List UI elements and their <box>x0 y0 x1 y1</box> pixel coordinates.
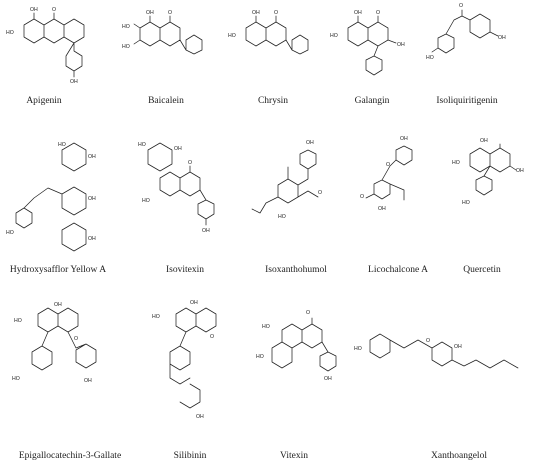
structure-epigallocatechin-3-gallate: OH HO O HO OH <box>12 302 97 384</box>
atom-label: O <box>274 10 278 16</box>
atom-label: OH <box>516 168 524 174</box>
atom-label: O <box>74 336 78 342</box>
atom-label: HO <box>14 318 22 324</box>
atom-label: HO <box>6 230 14 236</box>
atom-label: OH <box>354 10 362 16</box>
atom-label: O <box>52 7 56 13</box>
atom-label: HO <box>278 214 286 220</box>
atom-label: O <box>318 190 322 196</box>
atom-label: HO <box>6 30 14 36</box>
atom-label: OH <box>88 154 96 160</box>
atom-label: O <box>360 194 364 200</box>
structure-galangin: OH HO O OH <box>330 10 405 76</box>
atom-label: HO <box>256 354 264 360</box>
atom-label: HO <box>426 55 434 61</box>
atom-label: HO <box>152 314 160 320</box>
label-apigenin: Apigenin <box>26 96 62 106</box>
structure-apigenin: OH HO O OH <box>6 7 85 85</box>
atom-label: O <box>386 162 390 168</box>
atom-label: HO <box>122 24 130 30</box>
atom-label: OH <box>88 196 96 202</box>
label-isovitexin: Isovitexin <box>166 265 204 275</box>
atom-label: HO <box>462 200 470 206</box>
atom-label: HO <box>58 142 66 148</box>
label-baicalein: Baicalein <box>148 96 184 106</box>
structure-quercetin: OH HO OH HO <box>452 138 524 206</box>
atom-label: OH <box>324 376 332 382</box>
atom-label: OH <box>480 138 488 144</box>
label-galangin: Galangin <box>354 96 390 106</box>
label-isoliquiritigenin: Isoliquiritigenin <box>436 96 498 106</box>
label-hydroxysafflor-yellow-a: Hydroxysafflor Yellow A <box>9 265 107 275</box>
atom-label: HO <box>12 376 20 382</box>
atom-label: OH <box>146 10 154 16</box>
atom-label: O <box>168 10 172 16</box>
atom-label: OH <box>70 79 78 85</box>
atom-label: HO <box>228 33 236 39</box>
atom-label: O <box>306 310 310 316</box>
atom-label: OH <box>252 10 260 16</box>
atom-label: O <box>376 10 380 16</box>
atom-label: OH <box>397 42 405 48</box>
atom-label: OH <box>84 378 92 384</box>
structure-hydroxysafflor-yellow-a: HO OH OH OH HO <box>6 142 96 252</box>
atom-label: OH <box>174 146 182 152</box>
label-licochalcone-a: Licochalcone A <box>368 265 428 275</box>
atom-label: HO <box>330 33 338 39</box>
label-vitexin: Vitexin <box>280 451 308 461</box>
structure-vitexin: O HO HO OH <box>256 310 337 382</box>
atom-label: OH <box>378 206 386 212</box>
label-isoxanthohumol: Isoxanthohumol <box>265 265 327 275</box>
label-xanthoangelol: Xanthoangelol <box>431 451 487 461</box>
label-epigallocatechin-3-gallate: Epigallocatechin-3-Gallate <box>18 451 122 461</box>
structure-isovitexin: HO OH HO O OH <box>138 142 215 234</box>
atom-label: OH <box>54 302 62 308</box>
atom-label: O <box>426 338 430 344</box>
atom-label: O <box>459 3 463 9</box>
atom-label: OH <box>202 228 210 234</box>
atom-label: OH <box>498 35 506 41</box>
structure-chrysin: OH HO O <box>228 10 309 55</box>
atom-label: HO <box>122 44 130 50</box>
structure-baicalein: HO HO OH O <box>122 10 203 55</box>
structure-isoxanthohumol: OH O HO <box>251 140 322 220</box>
label-quercetin: Quercetin <box>463 265 501 275</box>
atom-label: HO <box>262 324 270 330</box>
label-chrysin: Chrysin <box>257 96 289 106</box>
atom-label: HO <box>354 346 362 352</box>
atom-label: O <box>210 334 214 340</box>
atom-label: OH <box>190 300 198 306</box>
atom-label: OH <box>88 236 96 242</box>
atom-label: OH <box>196 414 204 420</box>
atom-label: OH <box>400 136 408 142</box>
structure-silibinin: OH HO O OH <box>152 300 217 420</box>
structure-isoliquiritigenin: O OH HO <box>426 3 506 61</box>
atom-label: O <box>188 160 192 166</box>
structure-xanthoangelol: HO O OH <box>354 333 519 369</box>
atom-label: HO <box>138 142 146 148</box>
atom-label: OH <box>454 344 462 350</box>
atom-label: HO <box>452 160 460 166</box>
label-silibinin: Silibinin <box>173 451 207 461</box>
atom-label: HO <box>142 198 150 204</box>
atom-label: OH <box>30 7 38 13</box>
atom-label: OH <box>306 140 314 146</box>
structure-licochalcone-a: OH O O OH <box>360 136 413 212</box>
